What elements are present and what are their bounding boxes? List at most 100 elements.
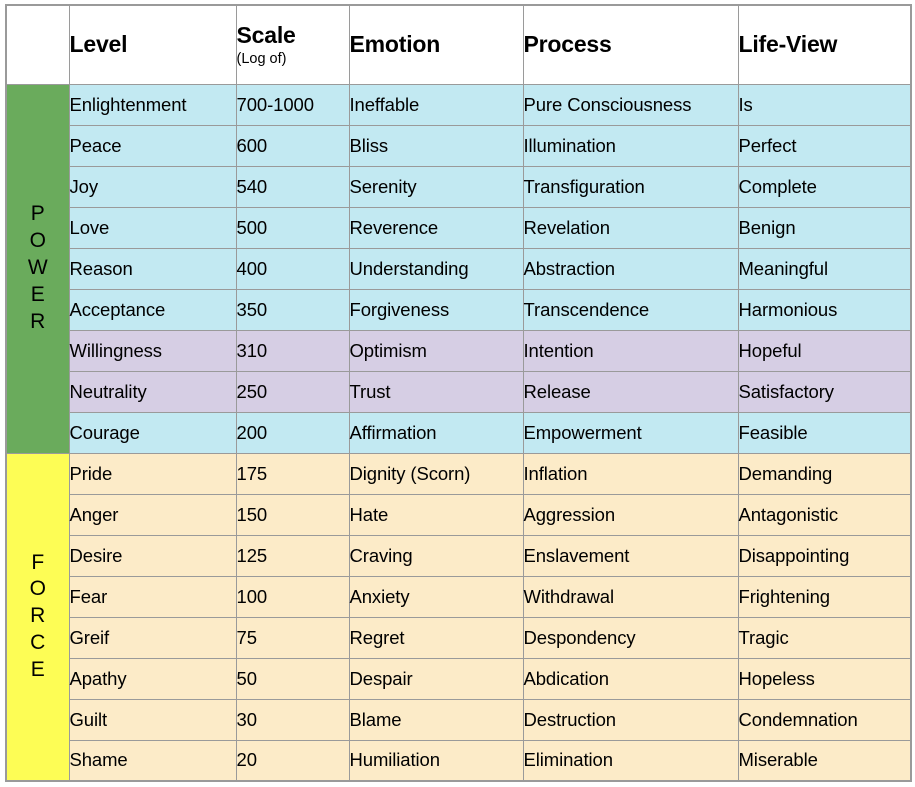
cell-process: Pure Consciousness xyxy=(522,83,739,126)
cell-lifeview: Satisfactory xyxy=(737,370,912,413)
cell-scale: 500 xyxy=(235,206,350,249)
cell-emotion: Ineffable xyxy=(348,83,524,126)
cell-lifeview: Miserable xyxy=(737,739,912,782)
column-header-lifeview: Life-View xyxy=(737,4,912,85)
cell-scale: 100 xyxy=(235,575,350,618)
cell-process: Aggression xyxy=(522,493,739,536)
cell-scale: 20 xyxy=(235,739,350,782)
group-label-letter: O xyxy=(29,577,46,601)
cell-lifeview: Perfect xyxy=(737,124,912,167)
cell-scale: 150 xyxy=(235,493,350,536)
cell-lifeview: Meaningful xyxy=(737,247,912,290)
column-header-lifeview-label: Life-View xyxy=(738,31,838,58)
group-label-letter: C xyxy=(30,631,46,655)
cell-scale: 700-1000 xyxy=(235,83,350,126)
header-row: Level Scale (Log of) Emotion Process Lif… xyxy=(5,4,912,85)
cell-level: Greif xyxy=(68,616,237,659)
cell-process: Abdication xyxy=(522,657,739,700)
cell-process: Transfiguration xyxy=(522,165,739,208)
group-label-letter: E xyxy=(30,282,45,306)
cell-lifeview: Feasible xyxy=(737,411,912,454)
cell-process: Abstraction xyxy=(522,247,739,290)
cell-level: Enlightenment xyxy=(68,83,237,126)
cell-level: Neutrality xyxy=(68,370,237,413)
cell-level: Desire xyxy=(68,534,237,577)
table-header: Level Scale (Log of) Emotion Process Lif… xyxy=(5,4,912,85)
group-label-letter: F xyxy=(31,550,45,574)
cell-emotion: Bliss xyxy=(348,124,524,167)
cell-emotion: Anxiety xyxy=(348,575,524,618)
cell-level: Fear xyxy=(68,575,237,618)
cell-level: Apathy xyxy=(68,657,237,700)
cell-lifeview: Benign xyxy=(737,206,912,249)
cell-scale: 400 xyxy=(235,247,350,290)
cell-scale: 75 xyxy=(235,616,350,659)
cell-emotion: Despair xyxy=(348,657,524,700)
cell-emotion: Regret xyxy=(348,616,524,659)
header-corner-cell xyxy=(5,4,70,85)
cell-lifeview: Hopeless xyxy=(737,657,912,700)
column-header-emotion-label: Emotion xyxy=(349,31,441,58)
cell-lifeview: Tragic xyxy=(737,616,912,659)
cell-process: Transcendence xyxy=(522,288,739,331)
cell-level: Reason xyxy=(68,247,237,290)
cell-emotion: Blame xyxy=(348,698,524,741)
cell-emotion: Optimism xyxy=(348,329,524,372)
cell-scale: 30 xyxy=(235,698,350,741)
cell-level: Pride xyxy=(68,452,237,495)
column-header-scale-sublabel: (Log of) xyxy=(236,51,287,68)
cell-scale: 175 xyxy=(235,452,350,495)
group-label-letter: E xyxy=(30,658,45,682)
column-header-scale: Scale (Log of) xyxy=(235,4,350,85)
group-label-letter: W xyxy=(27,256,48,280)
cell-level: Peace xyxy=(68,124,237,167)
cell-scale: 125 xyxy=(235,534,350,577)
cell-lifeview: Antagonistic xyxy=(737,493,912,536)
cell-process: Enslavement xyxy=(522,534,739,577)
cell-emotion: Serenity xyxy=(348,165,524,208)
cell-emotion: Trust xyxy=(348,370,524,413)
cell-lifeview: Harmonious xyxy=(737,288,912,331)
cell-emotion: Understanding xyxy=(348,247,524,290)
cell-process: Empowerment xyxy=(522,411,739,454)
cell-process: Destruction xyxy=(522,698,739,741)
group-label-letter: R xyxy=(30,309,46,333)
cell-scale: 600 xyxy=(235,124,350,167)
cell-level: Guilt xyxy=(68,698,237,741)
cell-emotion: Dignity (Scorn) xyxy=(348,452,524,495)
map-of-consciousness-table: Level Scale (Log of) Emotion Process Lif… xyxy=(5,4,912,782)
cell-level: Willingness xyxy=(68,329,237,372)
cell-process: Intention xyxy=(522,329,739,372)
cell-level: Anger xyxy=(68,493,237,536)
column-header-process: Process xyxy=(522,4,739,85)
cell-scale: 540 xyxy=(235,165,350,208)
cell-process: Elimination xyxy=(522,739,739,782)
cell-process: Illumination xyxy=(522,124,739,167)
cell-emotion: Forgiveness xyxy=(348,288,524,331)
cell-emotion: Affirmation xyxy=(348,411,524,454)
cell-lifeview: Frightening xyxy=(737,575,912,618)
cell-process: Revelation xyxy=(522,206,739,249)
cell-lifeview: Hopeful xyxy=(737,329,912,372)
cell-lifeview: Disappointing xyxy=(737,534,912,577)
cell-process: Release xyxy=(522,370,739,413)
cell-level: Acceptance xyxy=(68,288,237,331)
column-header-emotion: Emotion xyxy=(348,4,524,85)
